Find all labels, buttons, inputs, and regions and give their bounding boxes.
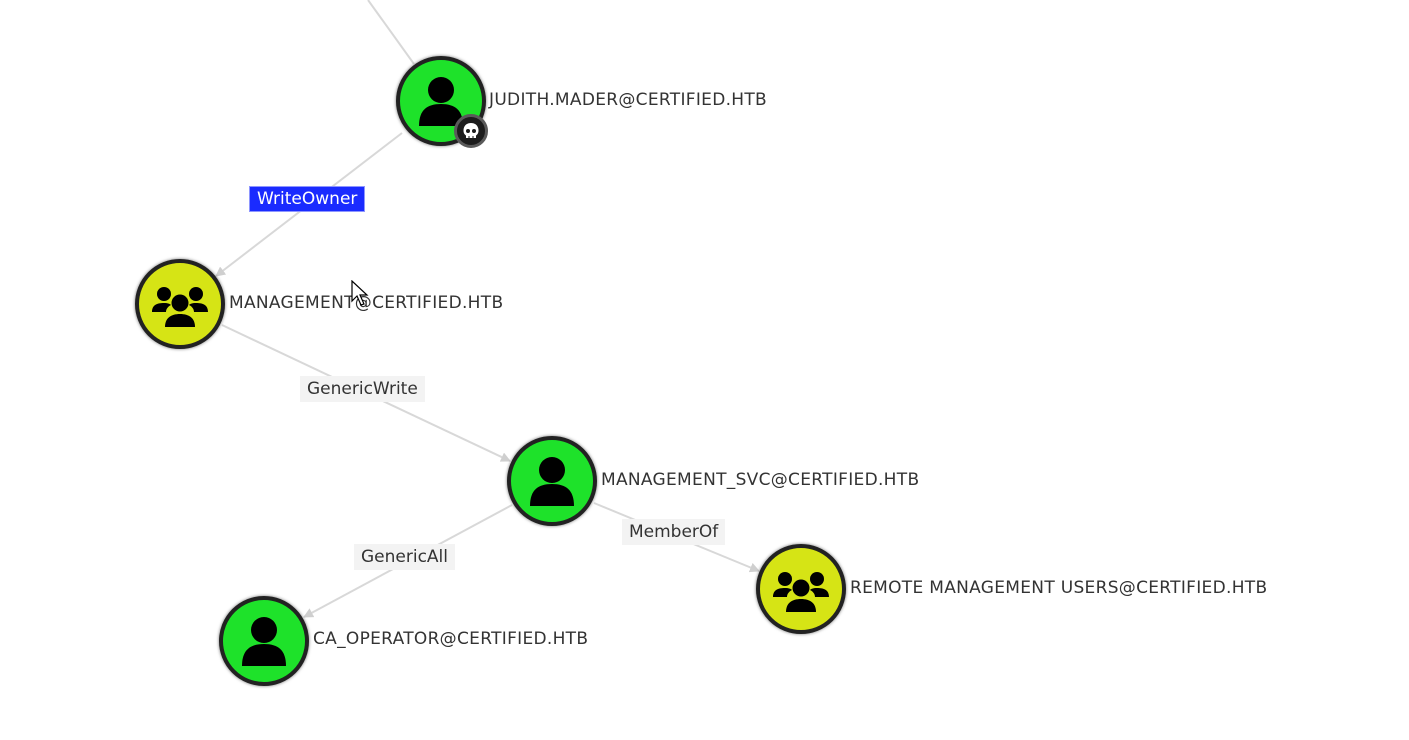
mouse-cursor-icon (351, 280, 369, 306)
node-ca-operator[interactable] (219, 596, 309, 686)
user-icon (419, 77, 463, 126)
edge-label-writeowner[interactable]: WriteOwner (249, 186, 366, 212)
group-icon (773, 572, 829, 612)
node-remote-management-users[interactable] (756, 544, 846, 634)
node-label-remote-management-users: REMOTE MANAGEMENT USERS@CERTIFIED.HTB (850, 578, 1268, 598)
node-management[interactable] (135, 259, 225, 349)
node-label-ca-operator: CA_OPERATOR@CERTIFIED.HTB (313, 629, 589, 649)
node-management-svc[interactable] (507, 436, 597, 526)
user-icon (242, 617, 286, 666)
node-judith-mader[interactable] (396, 56, 486, 146)
edge-incoming-judith[interactable] (367, 0, 415, 65)
node-label-judith-mader: JUDITH.MADER@CERTIFIED.HTB (489, 90, 768, 110)
user-icon (530, 457, 574, 506)
edge-label-memberof[interactable]: MemberOf (622, 519, 726, 545)
owned-badge (454, 114, 488, 148)
edge-label-genericwrite[interactable]: GenericWrite (300, 376, 425, 402)
node-label-management-svc: MANAGEMENT_SVC@CERTIFIED.HTB (601, 470, 920, 490)
skull-icon (463, 123, 479, 138)
edge-label-genericall[interactable]: GenericAll (354, 544, 456, 570)
group-icon (152, 287, 208, 327)
node-label-management: MANAGEMENT@CERTIFIED.HTB (229, 293, 504, 313)
